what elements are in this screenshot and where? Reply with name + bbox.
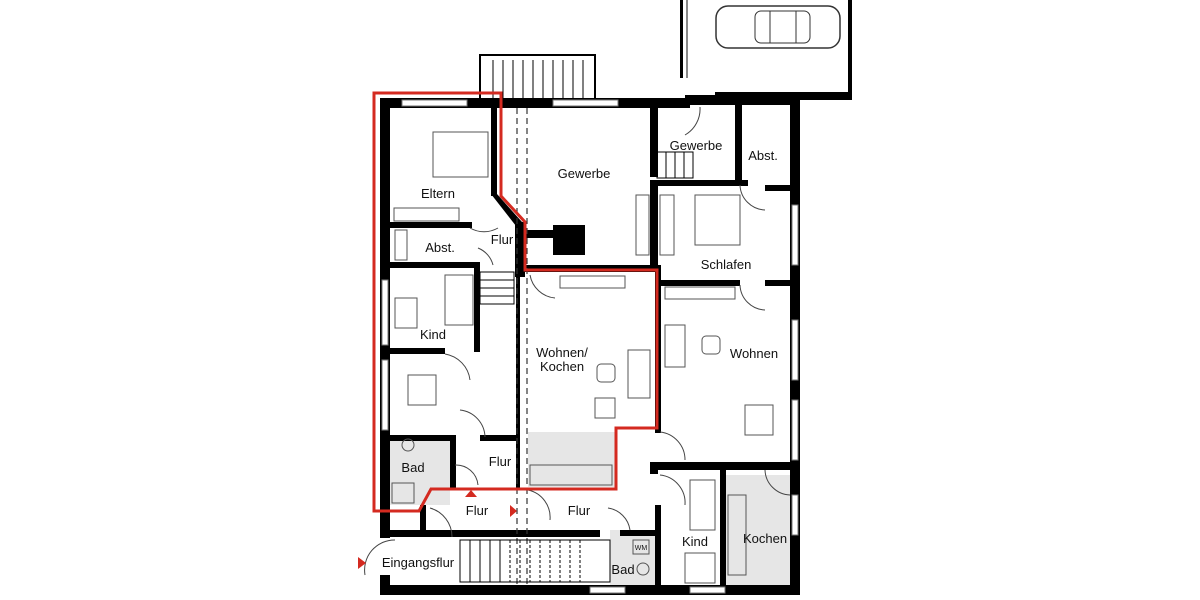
dining-table-icon: [407, 374, 437, 406]
entrance-arrow-icon: [510, 505, 517, 517]
room-label-kochen: Kochen: [743, 531, 787, 546]
room-label-flur-low-left: Flur: [466, 503, 489, 518]
room-label-gewerbe: Gewerbe: [558, 166, 611, 181]
room-label-flur-mid: Flur: [489, 454, 512, 469]
entrance-arrow-icon: [358, 557, 366, 569]
room-label-bad-bottom: Bad: [611, 562, 634, 577]
sofa-icon: [664, 324, 686, 368]
apartment-highlight-outline: [372, 91, 659, 513]
room-label-gewerbe-small: Gewerbe: [670, 138, 723, 153]
entrance-arrow-icon: [465, 490, 477, 497]
room-label-eltern: Eltern: [421, 186, 455, 201]
furniture: [391, 131, 774, 584]
car-icon: [715, 5, 841, 49]
room-label-abst-left: Abst.: [425, 240, 455, 255]
room-label-wohnen-kochen: Wohnen/: [536, 345, 588, 360]
room-label-flur-low-right: Flur: [568, 503, 591, 518]
washing-machine-icon: [632, 539, 650, 555]
wm-label: WM: [635, 545, 648, 552]
room-label-kind-right: Kind: [682, 534, 708, 549]
stairs: [459, 151, 694, 583]
sink-icon: [401, 438, 415, 452]
room-label-eingangsflur: Eingangsflur: [382, 555, 455, 570]
walls: [380, 95, 800, 595]
shower-icon: [391, 482, 415, 504]
bed-icon: [432, 131, 489, 178]
room-label-flur-top: Flur: [491, 232, 514, 247]
room-label-wohnen: Wohnen: [730, 346, 778, 361]
carport: [680, 0, 852, 100]
bed-icon: [689, 479, 716, 531]
bed-icon: [444, 274, 474, 326]
kitchen-counter: [529, 464, 613, 486]
room-label-bad-left: Bad: [401, 460, 424, 475]
kitchen-counter: [727, 494, 747, 576]
doors: [364, 106, 791, 576]
room-label-abst-right: Abst.: [748, 148, 778, 163]
sofa-icon: [627, 349, 651, 399]
room-label-wohnen-kochen-2: Kochen: [540, 359, 584, 374]
room-label-schlafen: Schlafen: [701, 257, 752, 272]
dining-table-icon: [744, 404, 774, 436]
room-label-kind-left: Kind: [420, 327, 446, 342]
bed-icon: [694, 194, 741, 246]
